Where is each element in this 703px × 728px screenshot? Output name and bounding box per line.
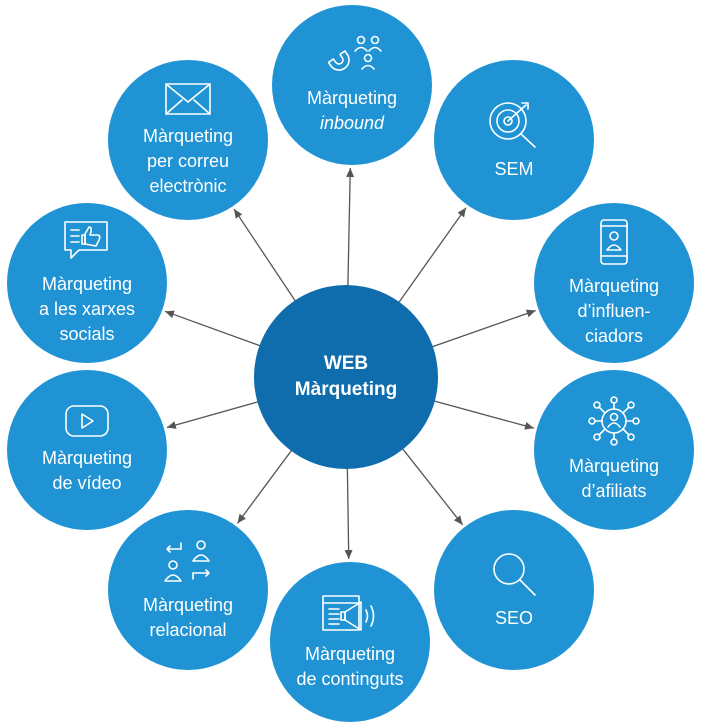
node-affiliates: Màrqueting d’afiliats xyxy=(534,370,694,530)
envelope-icon xyxy=(164,82,212,116)
node-email-label: Màrqueting per correu electrònic xyxy=(143,124,233,199)
node-video-label: Màrqueting de vídeo xyxy=(42,446,132,496)
node-affiliates-label: Màrqueting d’afiliats xyxy=(569,454,659,504)
label-line: SEM xyxy=(494,158,534,179)
label-line: SEO xyxy=(494,607,533,628)
label-line: Màrqueting xyxy=(142,595,234,615)
node-influencers-label: Màrqueting d’influen- ciadors xyxy=(569,274,659,349)
node-sem: SEM xyxy=(434,60,594,220)
node-seo: SEO xyxy=(434,510,594,670)
label-line: per correu xyxy=(146,150,230,171)
arrow-to-node-sem xyxy=(397,207,467,304)
label-line: electrònic xyxy=(149,175,227,196)
node-relational-label: Màrqueting relacional xyxy=(143,593,233,643)
magnet-people-icon xyxy=(321,34,383,78)
people-exchange-icon xyxy=(161,537,215,585)
arrow-to-node-social xyxy=(164,310,262,347)
arrow-to-node-video xyxy=(166,400,260,429)
node-social-label: Màrqueting a les xarxes socials xyxy=(39,272,135,347)
arrow-to-node-inbound xyxy=(346,167,355,288)
label-line: de vídeo xyxy=(52,473,122,493)
label-line: Màrqueting xyxy=(41,448,133,468)
label-line: Màrqueting xyxy=(568,456,660,476)
label-line: d’afiliats xyxy=(581,481,647,501)
label-line: Màrqueting xyxy=(41,273,133,294)
label-line: a les xarxes xyxy=(38,298,136,319)
node-inbound-label: Màrqueting inbound xyxy=(307,86,397,136)
arrow-to-node-influencers xyxy=(430,309,536,348)
node-content: Màrqueting de continguts xyxy=(270,562,430,722)
label-line: Màrqueting xyxy=(304,644,396,664)
node-sem-label: SEM xyxy=(494,157,533,182)
target-magnifier-icon xyxy=(486,99,542,149)
node-video: Màrqueting de vídeo xyxy=(7,370,167,530)
center-node: WEB Màrqueting xyxy=(254,285,438,469)
label-line: Màrqueting xyxy=(306,88,398,108)
arrow-to-node-seo xyxy=(401,447,464,526)
node-seo-label: SEO xyxy=(495,606,533,631)
node-inbound: Màrqueting inbound xyxy=(272,5,432,165)
node-email: Màrqueting per correu electrònic xyxy=(108,60,268,220)
center-title-line2: Màrqueting xyxy=(294,379,398,400)
label-line: ciadors xyxy=(584,325,644,346)
label-line: de continguts xyxy=(296,669,404,689)
arrow-to-node-affiliates xyxy=(432,400,535,430)
label-line: relacional xyxy=(149,620,227,640)
phone-user-icon xyxy=(597,218,631,266)
arrow-to-node-content xyxy=(344,466,353,560)
network-user-icon xyxy=(587,396,641,446)
node-relational: Màrqueting relacional xyxy=(108,510,268,670)
play-button-icon xyxy=(64,404,110,438)
center-title-line1: WEB xyxy=(323,353,369,374)
label-line: Màrqueting xyxy=(142,125,234,146)
arrow-to-node-relational xyxy=(236,448,293,524)
node-social: Màrqueting a les xarxes socials xyxy=(7,203,167,363)
label-line: inbound xyxy=(319,113,385,133)
search-icon xyxy=(490,550,538,598)
label-line: Màrqueting xyxy=(568,275,660,296)
label-line: socials xyxy=(59,323,115,344)
arrow-to-node-email xyxy=(233,208,297,303)
node-influencers: Màrqueting d’influen- ciadors xyxy=(534,203,694,363)
browser-megaphone-icon xyxy=(321,592,379,634)
chat-thumbs-up-icon xyxy=(63,220,111,264)
label-line: d’influen- xyxy=(577,300,651,321)
node-content-label: Màrqueting de continguts xyxy=(296,642,403,692)
